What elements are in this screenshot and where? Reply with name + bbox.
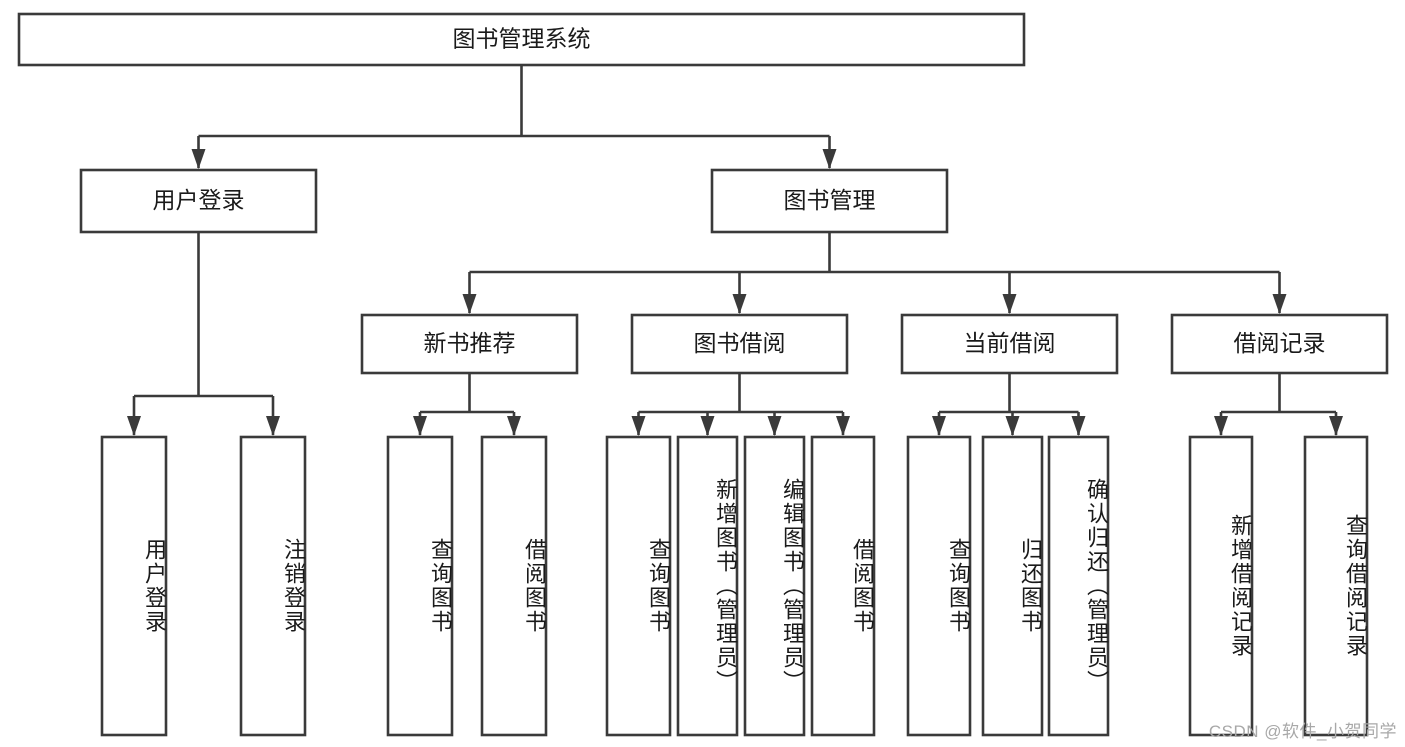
box-layer xyxy=(17,12,1389,737)
node-box-l3-1[interactable] xyxy=(630,313,849,375)
node-box-leaf-9[interactable] xyxy=(981,435,1044,737)
arrow-head-icon-root-l2-1 xyxy=(822,149,837,169)
arrow-head-icon-l2-0-leaf-1 xyxy=(266,416,280,436)
node-box-leaf-4[interactable] xyxy=(605,435,672,737)
arrow-head-icon-l2-l3-3 xyxy=(1272,294,1287,314)
arrow-head-icon-l3-1-leaf-1 xyxy=(700,416,715,436)
node-box-leaf-5[interactable] xyxy=(676,435,739,737)
arrow-head-icon-l3-1-leaf-3 xyxy=(836,416,850,436)
watermark: CSDN @软件_小贺同学 xyxy=(1208,722,1397,741)
connector-layer xyxy=(127,65,1343,436)
node-box-l3-3[interactable] xyxy=(1170,313,1389,375)
node-label-l3-2: 当前借阅 xyxy=(964,330,1056,356)
arrow-head-icon-l3-1-leaf-2 xyxy=(767,416,782,436)
arrow-head-icon-l2-l3-1 xyxy=(732,294,747,314)
node-box-l2-1[interactable] xyxy=(710,168,949,234)
arrow-head-icon-l3-0-leaf-1 xyxy=(507,416,521,436)
node-label-l3-0: 新书推荐 xyxy=(424,330,516,356)
node-box-leaf-1[interactable] xyxy=(239,435,307,737)
node-label-l2-1: 图书管理 xyxy=(784,187,876,213)
node-box-leaf-7[interactable] xyxy=(810,435,876,737)
node-label-l3-3: 借阅记录 xyxy=(1234,330,1326,356)
node-box-leaf-2[interactable] xyxy=(386,435,454,737)
arrow-head-icon-l2-l3-0 xyxy=(462,294,477,314)
node-box-l2-0[interactable] xyxy=(79,168,318,234)
node-box-leaf-12[interactable] xyxy=(1303,435,1369,737)
arrow-head-icon-l3-2-leaf-2 xyxy=(1071,416,1086,436)
node-box-leaf-6[interactable] xyxy=(743,435,806,737)
node-box-leaf-0[interactable] xyxy=(100,435,168,737)
node-box-l3-0[interactable] xyxy=(360,313,579,375)
arrow-head-icon-l3-1-leaf-0 xyxy=(631,416,646,436)
arrow-head-icon-l3-0-leaf-0 xyxy=(413,416,427,436)
arrow-head-icon-l2-0-leaf-0 xyxy=(127,416,141,436)
arrow-head-icon-l3-3-leaf-1 xyxy=(1329,416,1343,436)
node-box-root[interactable] xyxy=(17,12,1026,67)
node-box-leaf-3[interactable] xyxy=(480,435,548,737)
node-box-leaf-8[interactable] xyxy=(906,435,972,737)
arrow-head-icon-l2-l3-2 xyxy=(1002,294,1017,314)
node-label-l3-1: 图书借阅 xyxy=(694,330,786,356)
arrow-head-icon-root-l2-0 xyxy=(191,149,206,169)
arrow-head-icon-l3-2-leaf-0 xyxy=(932,416,946,436)
arrow-head-icon-l3-2-leaf-1 xyxy=(1005,416,1020,436)
node-label-l2-0: 用户登录 xyxy=(153,187,245,213)
node-box-leaf-11[interactable] xyxy=(1188,435,1254,737)
node-label-root: 图书管理系统 xyxy=(453,26,591,52)
node-box-leaf-10[interactable] xyxy=(1047,435,1110,737)
arrow-head-icon-l3-3-leaf-0 xyxy=(1214,416,1228,436)
node-box-l3-2[interactable] xyxy=(900,313,1119,375)
